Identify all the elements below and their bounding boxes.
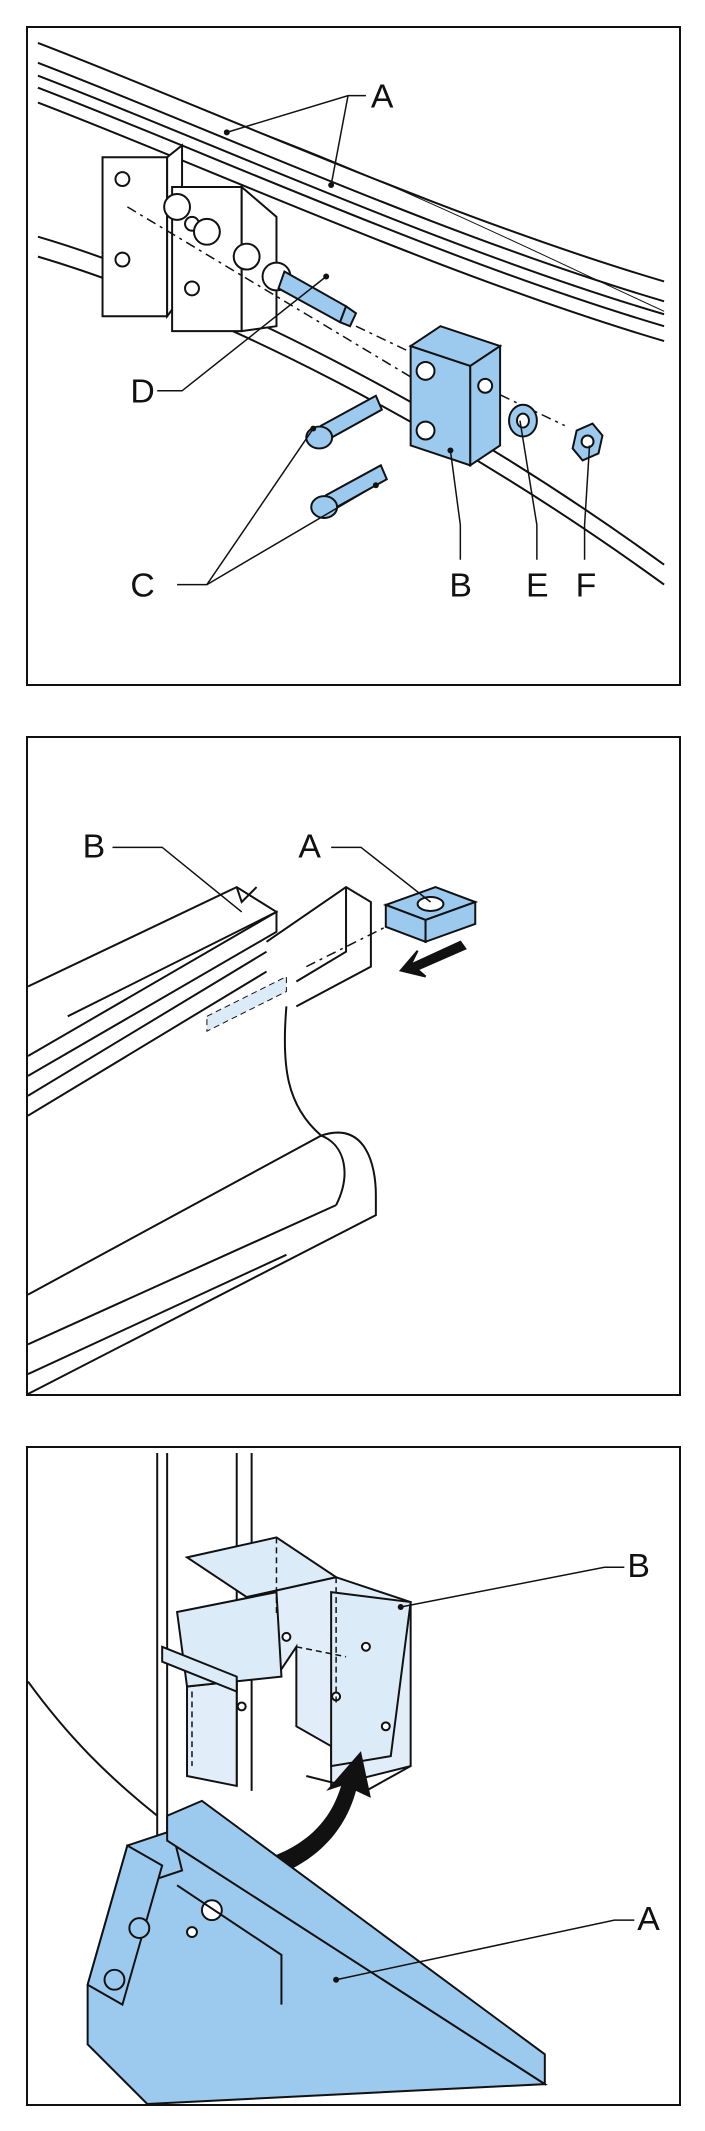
leader-lines bbox=[112, 846, 431, 913]
slot-nut-block bbox=[382, 886, 479, 944]
illustration-panel-3: B A bbox=[26, 1446, 681, 2106]
illustration-panel-2: B A bbox=[26, 736, 681, 1396]
rail-section bbox=[86, 1799, 548, 2104]
panel-2-drawing: B A bbox=[28, 827, 479, 1394]
rail-profile bbox=[28, 885, 377, 1394]
callout-a: A bbox=[298, 827, 321, 865]
callout-f: F bbox=[576, 567, 597, 605]
callout-a: A bbox=[371, 78, 394, 116]
leader-dots bbox=[223, 129, 454, 489]
left-brackets bbox=[101, 143, 278, 333]
threaded-bolt bbox=[163, 193, 358, 328]
callout-a: A bbox=[637, 1900, 660, 1938]
leader-lines bbox=[157, 94, 591, 586]
panel-3-drawing: B A bbox=[28, 1452, 660, 2104]
panel-1-drawing: A D C B E F bbox=[37, 41, 665, 605]
cap-screws bbox=[305, 394, 389, 519]
callout-c: C bbox=[130, 567, 154, 605]
u-bracket bbox=[161, 1536, 412, 1792]
rotation-arrow bbox=[241, 1751, 371, 1886]
callout-b: B bbox=[83, 827, 106, 865]
mounting-block bbox=[408, 325, 503, 468]
washer-and-nut bbox=[508, 403, 604, 462]
callout-b: B bbox=[627, 1547, 650, 1585]
illustration-panel-1: A D C B E F bbox=[26, 26, 681, 686]
callout-d: D bbox=[130, 373, 154, 411]
callout-b: B bbox=[449, 567, 472, 605]
leader-lines bbox=[335, 1566, 635, 1981]
callout-e: E bbox=[526, 567, 549, 605]
direction-arrow bbox=[398, 940, 467, 978]
